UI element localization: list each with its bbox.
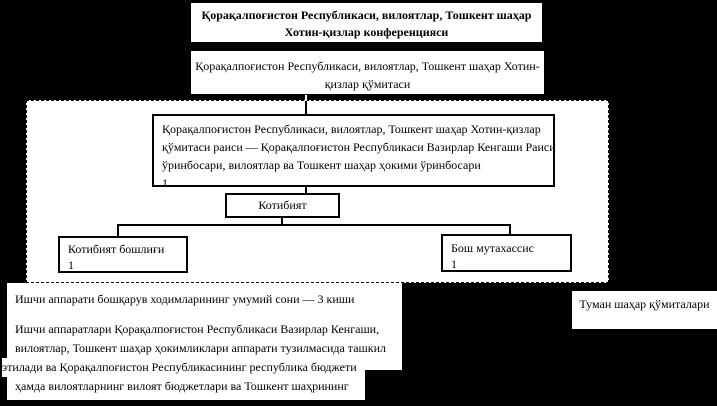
district-committees-label: Туман шаҳар қўмиталари (579, 297, 710, 311)
secretariat-box: Котибият (225, 193, 340, 218)
chair-line2: қўмитаси раиси — Қорақалпоғистон Республ… (162, 140, 556, 154)
district-committees-box: Туман шаҳар қўмиталари (572, 291, 717, 329)
connector-horizontal-bar (117, 224, 511, 226)
chair-headcount: 1 (162, 176, 168, 190)
secretariat-head-box: Котибият бошлиғи 1 (58, 236, 188, 273)
conference-title-line1: Қорақалпоғистон Республикаси, вилоятлар,… (201, 8, 532, 22)
staff-note-block: Ишчи аппарати бошқарув ходимларининг уму… (2, 283, 402, 406)
chief-specialist-count: 1 (451, 257, 457, 271)
secretariat-head-title: Котибият бошлиғи (68, 242, 165, 256)
connector-chair-secretariat (305, 187, 307, 193)
chair-line3: ўринбосари, вилоятлар ва Тошкент шаҳар ҳ… (162, 158, 481, 172)
staff-note-line2: Ишчи аппаратлари Қорақалпоғистон Республ… (15, 322, 380, 336)
staff-note-line6: шаҳар бюджети ҳисобидан таъминланади (15, 398, 229, 406)
chief-specialist-box: Бош мутахассис 1 (441, 234, 572, 272)
staff-note-line4: этилади ва Қорақалпоғистон Республикасин… (2, 358, 361, 377)
connector-to-specialist-box (509, 224, 511, 234)
staff-note-line5: ҳамда вилоятларнинг вилоят бюджетлари ва… (15, 379, 349, 393)
connector-to-head-box (117, 224, 119, 236)
conference-box: Қорақалпоғистон Республикаси, вилоятлар,… (190, 2, 543, 43)
committee-box: Қорақалпоғистон Республикаси, вилоятлар,… (190, 50, 545, 95)
committee-title-line2: қизлар қўмитаси (324, 77, 411, 91)
committee-title-line1: Қорақалпоғистон Республикаси, вилоятлар,… (195, 59, 540, 73)
background-patch (365, 370, 402, 400)
conference-title-line2: Хотин-қизлар конференцияси (284, 25, 449, 39)
secretariat-head-count: 1 (68, 258, 74, 272)
connector-committee-chair (305, 101, 307, 114)
secretariat-label: Котибият (258, 198, 307, 212)
chair-line1: Қорақалпоғистон Республикаси, вилоятлар,… (162, 122, 541, 136)
connector-committee-chair-gap (305, 95, 307, 101)
chair-box: Қорақалпоғистон Республикаси, вилоятлар,… (152, 114, 556, 190)
connector-secretariat-drop (281, 218, 283, 224)
staff-note-line1: Ишчи аппарати бошқарув ходимларининг уму… (15, 292, 355, 306)
chief-specialist-title: Бош мутахассис (451, 241, 535, 255)
staff-note-line3: вилоятлар, Тошкент шаҳар ҳокимликлари ап… (15, 341, 387, 355)
